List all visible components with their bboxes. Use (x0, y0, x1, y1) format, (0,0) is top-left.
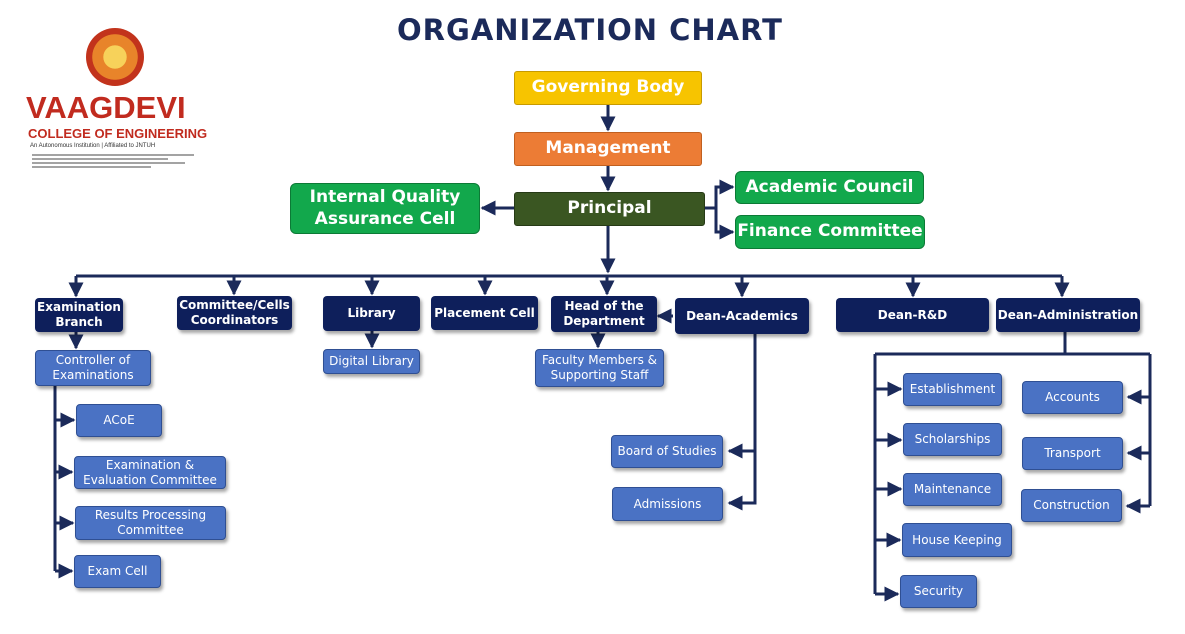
node-faculty-members-staff: Faculty Members & Supporting Staff (535, 349, 664, 387)
node-controller-of-examinations: Controller of Examinations (35, 350, 151, 386)
node-library: Library (323, 296, 420, 331)
chart-title: ORGANIZATION CHART (397, 13, 783, 47)
node-head-of-department: Head of the Department (551, 296, 657, 332)
node-dean-administration: Dean-Administration (996, 298, 1140, 332)
node-establishment: Establishment (903, 373, 1002, 406)
node-management: Management (514, 132, 702, 166)
node-examination-branch: Examination Branch (35, 298, 123, 332)
college-logo: VAAGDEVI COLLEGE OF ENGINEERING An Auton… (24, 28, 214, 178)
node-house-keeping: House Keeping (902, 523, 1012, 557)
college-emblem-icon (86, 28, 144, 86)
node-finance-committee: Finance Committee (735, 215, 925, 249)
node-dean-academics: Dean-Academics (675, 298, 809, 334)
node-accounts: Accounts (1022, 381, 1123, 414)
node-scholarships: Scholarships (903, 423, 1002, 456)
node-security: Security (900, 575, 977, 608)
logo-name: VAAGDEVI (26, 90, 186, 125)
logo-tagline: An Autonomous Institution | Affiliated t… (30, 143, 156, 149)
node-digital-library: Digital Library (323, 349, 420, 374)
node-maintenance: Maintenance (903, 473, 1002, 506)
node-governing-body: Governing Body (514, 71, 702, 105)
node-results-processing-committee: Results Processing Committee (75, 506, 226, 540)
node-transport: Transport (1022, 437, 1123, 470)
node-academic-council: Academic Council (735, 171, 924, 204)
node-principal: Principal (514, 192, 705, 226)
node-iqac: Internal Quality Assurance Cell (290, 183, 480, 234)
node-exam-evaluation-committee: Examination & Evaluation Committee (74, 456, 226, 489)
node-placement-cell: Placement Cell (431, 296, 538, 330)
node-acoe: ACoE (76, 404, 162, 437)
node-dean-rd: Dean-R&D (836, 298, 989, 332)
node-exam-cell: Exam Cell (74, 555, 161, 588)
logo-subtitle: COLLEGE OF ENGINEERING (28, 126, 208, 141)
node-admissions: Admissions (612, 487, 723, 521)
logo-fine-print (32, 152, 202, 178)
node-construction: Construction (1021, 489, 1122, 522)
node-committee-cells: Committee/Cells Coordinators (177, 296, 292, 330)
node-board-of-studies: Board of Studies (611, 435, 723, 468)
